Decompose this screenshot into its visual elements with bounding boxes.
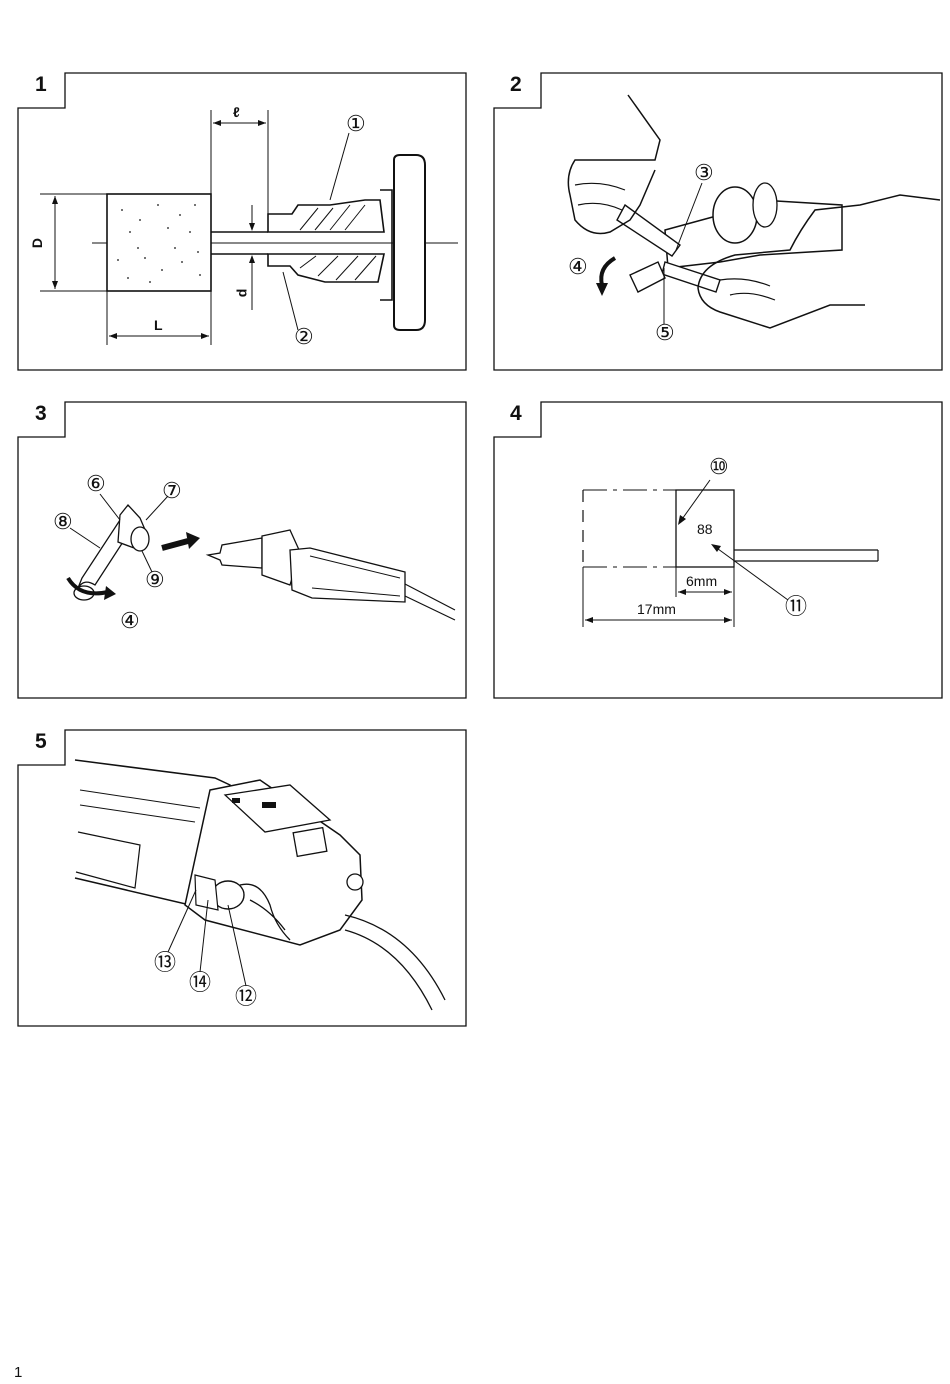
figure-3-drawing	[17, 401, 467, 699]
figure-2-drawing	[493, 72, 943, 371]
figure-number: 3	[35, 402, 47, 425]
figure-4-drawing	[493, 401, 943, 699]
callout-4b: ④	[120, 608, 140, 633]
callout-3: ③	[694, 160, 714, 185]
callout-11: ⑪	[785, 594, 808, 619]
callout-8: ⑧	[53, 509, 73, 534]
callout-14: ⑭	[189, 970, 212, 995]
callout-7: ⑦	[162, 478, 182, 503]
figure-number: 2	[510, 73, 522, 96]
figure-1-drawing	[17, 72, 467, 371]
callout-6: ⑥	[86, 471, 106, 496]
dimension-L-label: L	[154, 317, 163, 333]
figure-3-panel: 3 ⑥ ⑦ ⑧ ⑨ ④	[17, 401, 467, 699]
dimension-6mm: 6mm	[686, 573, 718, 589]
figure-number: 5	[35, 730, 47, 753]
callout-9: ⑨	[145, 567, 165, 592]
figure-number: 1	[35, 73, 47, 96]
dimension-17mm: 17mm	[637, 601, 676, 617]
figure-5-drawing	[17, 729, 467, 1027]
callout-1: ①	[346, 111, 366, 136]
figure-number: 4	[510, 402, 522, 425]
callout-10: ⑩	[709, 454, 729, 479]
figure-4-panel: 4 ⑩ ⑪ 88 6mm 17mm	[493, 401, 943, 699]
marking-label: 88	[697, 521, 713, 537]
dimension-ell-label: ℓ	[233, 104, 240, 120]
callout-2: ②	[294, 324, 314, 349]
figure-5-panel: 5 ⑬ ⑭ ⑫	[17, 729, 467, 1027]
figure-1-panel: 1 ℓ D d L ① ②	[0, 0, 950, 380]
callout-13: ⑬	[154, 950, 177, 975]
callout-4: ④	[568, 254, 588, 279]
page-number: 1	[14, 1364, 23, 1381]
figure-2-panel: 2 ③ ④ ⑤	[0, 0, 950, 380]
callout-12: ⑫	[235, 984, 258, 1009]
callout-5: ⑤	[655, 320, 675, 345]
